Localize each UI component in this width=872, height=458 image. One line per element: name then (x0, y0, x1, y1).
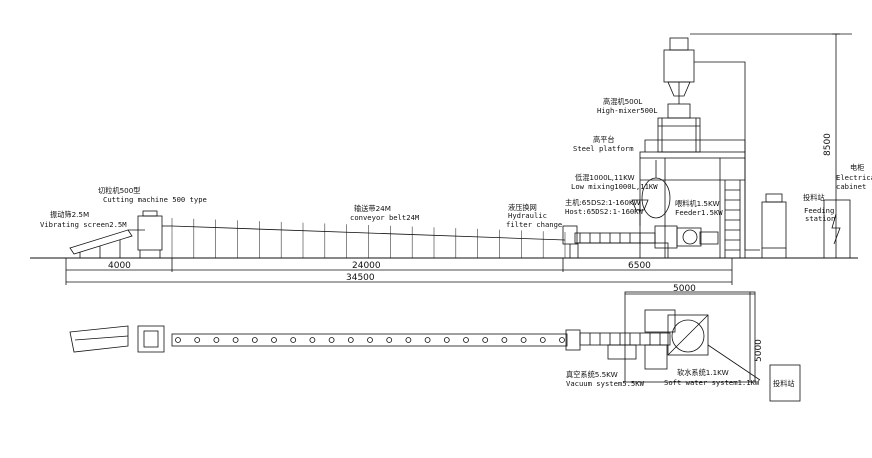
water-label-en: Soft water system1.1KW (664, 378, 760, 387)
conveyor-roller (309, 337, 316, 343)
conveyor-roller (501, 337, 508, 343)
conveyor-label-en: conveyor belt24M (350, 213, 420, 222)
conveyor-roller (386, 337, 393, 343)
platform-label-cn: 高平台 (593, 135, 615, 144)
elevation-view (30, 33, 858, 285)
vibrating-label-cn: 振动筛2.5M (50, 210, 89, 219)
conveyor-roller (271, 337, 277, 343)
high-mixer (657, 37, 760, 251)
conveyor-roller (443, 337, 450, 343)
dim-6500: 6500 (628, 261, 651, 271)
dim-4000: 4000 (108, 261, 131, 271)
low-mixer (641, 160, 671, 219)
feeder-label-en: Feeder1.5KW (675, 208, 723, 217)
plan-rollers (175, 337, 565, 343)
conveyor-roller (290, 337, 297, 343)
vibrating-label-en: Vibrating screen2.5M (40, 220, 127, 229)
feeding-label-en1: Feeding (804, 206, 834, 215)
platform-label-en: Steel platform (573, 144, 634, 153)
plan-platform (624, 291, 761, 383)
conveyor-belt (171, 218, 566, 258)
conveyor-roller (520, 337, 527, 343)
cutting-label-cn: 切粒机500型 (98, 186, 140, 195)
low-mixer-label-en: Low mixing1000L,11KW (571, 182, 658, 191)
host-label-cn: 主机:65DS2:1-160KW (565, 198, 640, 207)
dim-5000-height: 5000 (754, 339, 764, 362)
hydraulic-label-en2: filter change (506, 220, 562, 229)
vibrating-screen (69, 229, 145, 258)
dim-5000-width: 5000 (673, 284, 696, 294)
dimension-lines (65, 258, 733, 285)
plan-vibrating-screen (69, 325, 129, 353)
feeding-label-en2: station (805, 214, 835, 223)
conveyor-roller (367, 337, 373, 343)
hydraulic-label-en1: Hydraulic (508, 211, 547, 220)
dim-34500: 34500 (346, 273, 375, 283)
conveyor-roller (175, 337, 181, 343)
conveyor-label-cn: 输送带24M (354, 204, 391, 213)
high-mixer-label-en: High-mixer500L (597, 106, 658, 115)
feeding-label-cn: 投料站 (803, 193, 825, 202)
vacuum-label-cn: 真空系统5.5KW (566, 370, 618, 379)
conveyor-roller (232, 337, 239, 343)
hydraulic-label-cn: 液压换网 (508, 203, 537, 212)
vacuum-label-en: Vacuum system5.5KW (566, 379, 645, 388)
low-mixer-label-cn: 低混1000L,11KW (575, 173, 635, 182)
plan-cutting-machine (137, 325, 165, 353)
conveyor-roller (463, 337, 469, 343)
cabinet-label-cn: 电柜 (850, 163, 864, 172)
cabinet-label-en2: cabinet (836, 182, 866, 191)
conveyor-roller (539, 337, 546, 343)
height-dimension (690, 33, 852, 258)
feeder-label-cn: 喂料机1.5KW (675, 199, 720, 208)
cabinet-label-en1: Electrica (836, 173, 872, 182)
high-mixer-label-cn: 高混机500L (603, 97, 642, 106)
dim-8500-height: 8500 (823, 133, 833, 156)
cutting-label-en: Cutting machine 500 type (103, 195, 207, 204)
plan-dimension-lines (625, 292, 755, 382)
conveyor-roller (424, 337, 431, 343)
cutting-machine (137, 210, 172, 258)
plan-extruder (565, 309, 676, 370)
feeding-station-machine (761, 193, 787, 258)
conveyor-roller (405, 337, 412, 343)
plan-feeding-station (769, 364, 801, 402)
conveyor-roller (482, 337, 489, 343)
conveyor-roller (347, 337, 354, 343)
conveyor-roller (328, 337, 335, 343)
plan-feeding-label-cn: 投料站 (773, 379, 795, 388)
conveyor-roller (213, 337, 220, 343)
conveyor-roller (251, 337, 258, 343)
water-label-cn: 软水系统1.1KW (677, 368, 729, 377)
plan-conveyor (171, 333, 568, 347)
dim-24000: 24000 (352, 261, 381, 271)
host-label-en: Host:65DS2:1-160KW (565, 207, 644, 216)
conveyor-roller (194, 337, 201, 343)
plan-view (69, 291, 801, 402)
hydraulic-filter (562, 225, 578, 258)
conveyor-roller (559, 337, 565, 343)
